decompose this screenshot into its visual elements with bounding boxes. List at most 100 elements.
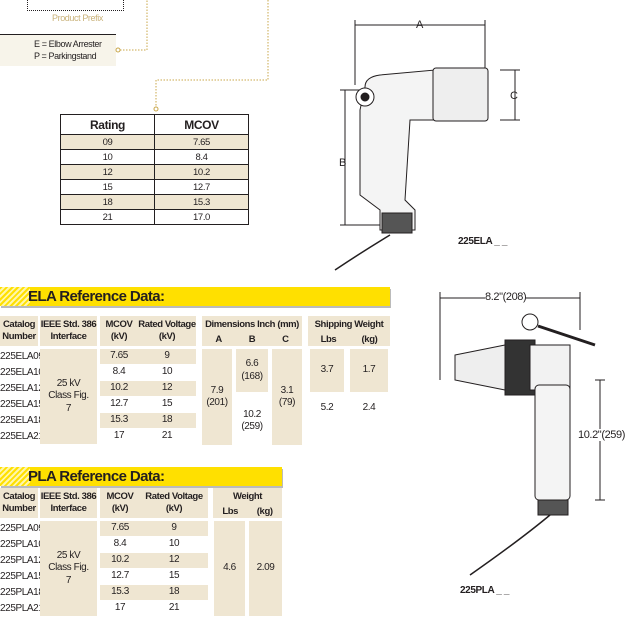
dim-a-cell: 7.9 (201) xyxy=(202,349,232,445)
catalog-number: 225PLA12 xyxy=(0,554,44,566)
mcov-cell: 8.4 xyxy=(113,538,127,550)
kg-cell: 2.09 xyxy=(249,521,282,616)
catalog-number: 225PLA10 xyxy=(0,538,44,550)
catalog-number: 225PLA21 xyxy=(0,602,44,614)
ela-title: ELA Reference Data: xyxy=(28,288,165,305)
legend-item: P = Parkingstand xyxy=(34,51,97,61)
header-dimensions: Dimensions Inch (mm) A B C xyxy=(202,316,302,346)
header-rating: Rating xyxy=(60,114,155,135)
dimensions-title: Dimensions Inch (mm) xyxy=(205,319,299,330)
rating-cell: 15 xyxy=(60,179,155,195)
catalog-number: 225ELA09 xyxy=(0,350,44,362)
header-rated: Rated Voltage (kV) xyxy=(138,316,196,346)
rated-voltage-cell: 10 xyxy=(161,366,173,378)
prefix-label: Product Prefix xyxy=(52,13,103,23)
ela-banner: ELA Reference Data: xyxy=(0,287,390,306)
mcov-cell: 12.7 xyxy=(111,570,129,582)
mcov-cell: 17 xyxy=(114,602,126,614)
mcov-cell: 17.0 xyxy=(154,209,249,225)
mcov-cell: 10.2 xyxy=(100,381,138,396)
mcov-cell: 7.65 xyxy=(100,521,140,536)
lbs-cell: 4.6 xyxy=(214,521,245,616)
catalog-number: 225ELA21 xyxy=(0,430,44,442)
mcov-cell: 8.4 xyxy=(112,366,126,378)
header-mcov: MCOV (kV) xyxy=(100,316,138,346)
dim-b-header: B xyxy=(248,333,256,345)
prefix-box xyxy=(27,0,124,11)
header-catalog: Catalog Number xyxy=(0,316,38,346)
rating-cell: 21 xyxy=(60,209,155,225)
mcov-cell: 7.65 xyxy=(100,349,138,364)
dim-b-top-cell: 6.6 (168) xyxy=(236,349,268,392)
pla-model-label: 225PLA _ _ xyxy=(460,585,509,596)
rated-voltage-cell: 9 xyxy=(138,349,196,364)
header-interface: IEEE Std. 386 Interface xyxy=(40,316,97,346)
ela-drawing xyxy=(334,20,520,271)
kg-bottom-cell: 2.4 xyxy=(362,401,376,413)
header-catalog: Catalog Number xyxy=(0,488,38,518)
rating-cell: 09 xyxy=(60,134,155,150)
header-mcov: MCOV (kV) xyxy=(100,488,140,518)
catalog-number: 225ELA18 xyxy=(0,414,44,426)
pla-banner: PLA Reference Data: xyxy=(0,467,282,486)
catalog-number: 225ELA10 xyxy=(0,366,44,378)
catalog-number: 225PLA18 xyxy=(0,586,44,598)
mcov-cell: 8.4 xyxy=(154,149,249,165)
dim-c-label: C xyxy=(510,90,518,102)
rating-cell: 10 xyxy=(60,149,155,165)
mcov-cell: 17 xyxy=(113,430,125,442)
rated-voltage-cell: 15 xyxy=(161,398,173,410)
shipping-title: Shipping Weight xyxy=(314,319,384,330)
dim-c-header: C xyxy=(282,333,289,345)
ela-model-label: 225ELA _ _ xyxy=(458,236,507,247)
dim-c-cell: 3.1 (79) xyxy=(272,349,302,445)
catalog-number: 225PLA15 xyxy=(0,570,44,582)
rated-voltage-cell: 9 xyxy=(140,521,208,536)
header-rated: Rated Voltage (kV) xyxy=(140,488,208,518)
rated-voltage-cell: 12 xyxy=(138,381,196,396)
rated-voltage-cell: 21 xyxy=(168,602,180,614)
rated-voltage-cell: 18 xyxy=(140,585,208,600)
pla-title: PLA Reference Data: xyxy=(28,468,165,485)
pla-height-label: 10.2"(259) xyxy=(578,429,625,441)
pla-width-label: 8.2"(208) xyxy=(485,291,527,303)
dim-a-header: A xyxy=(215,333,222,345)
mcov-cell: 12.7 xyxy=(154,179,249,195)
rated-voltage-cell: 18 xyxy=(138,413,196,428)
dim-b-label: B xyxy=(339,157,346,169)
rated-voltage-cell: 21 xyxy=(161,430,173,442)
pla-drawing xyxy=(439,292,605,576)
rating-cell: 18 xyxy=(60,194,155,210)
mcov-cell: 12.7 xyxy=(110,398,128,410)
dim-b-bottom-cell: 10.2 (259) xyxy=(241,408,263,433)
lbs-top-cell: 3.7 xyxy=(310,349,344,392)
mcov-cell: 15.3 xyxy=(154,194,249,210)
catalog-number: 225ELA15 xyxy=(0,398,44,410)
lbs-header: Lbs xyxy=(222,505,239,517)
catalog-number: 225ELA12 xyxy=(0,382,44,394)
mcov-cell: 10.2 xyxy=(100,553,140,568)
dim-a-label: A xyxy=(416,19,423,31)
interface-cell: 25 kV Class Fig. 7 xyxy=(40,521,97,616)
mcov-cell: 7.65 xyxy=(154,134,249,150)
rated-voltage-cell: 10 xyxy=(168,538,180,550)
rating-cell: 12 xyxy=(60,164,155,180)
catalog-number: 225PLA09 xyxy=(0,522,44,534)
kg-header: (kg) xyxy=(361,333,378,345)
mcov-cell: 10.2 xyxy=(154,164,249,180)
lbs-header: Lbs xyxy=(320,333,337,345)
rated-voltage-cell: 12 xyxy=(140,553,208,568)
connector-lines xyxy=(115,0,269,112)
kg-header: (kg) xyxy=(256,505,273,517)
legend-item: E = Elbow Arrester xyxy=(34,39,102,49)
weight-title: Weight xyxy=(232,491,263,502)
header-interface: IEEE Std. 386 Interface xyxy=(40,488,97,518)
